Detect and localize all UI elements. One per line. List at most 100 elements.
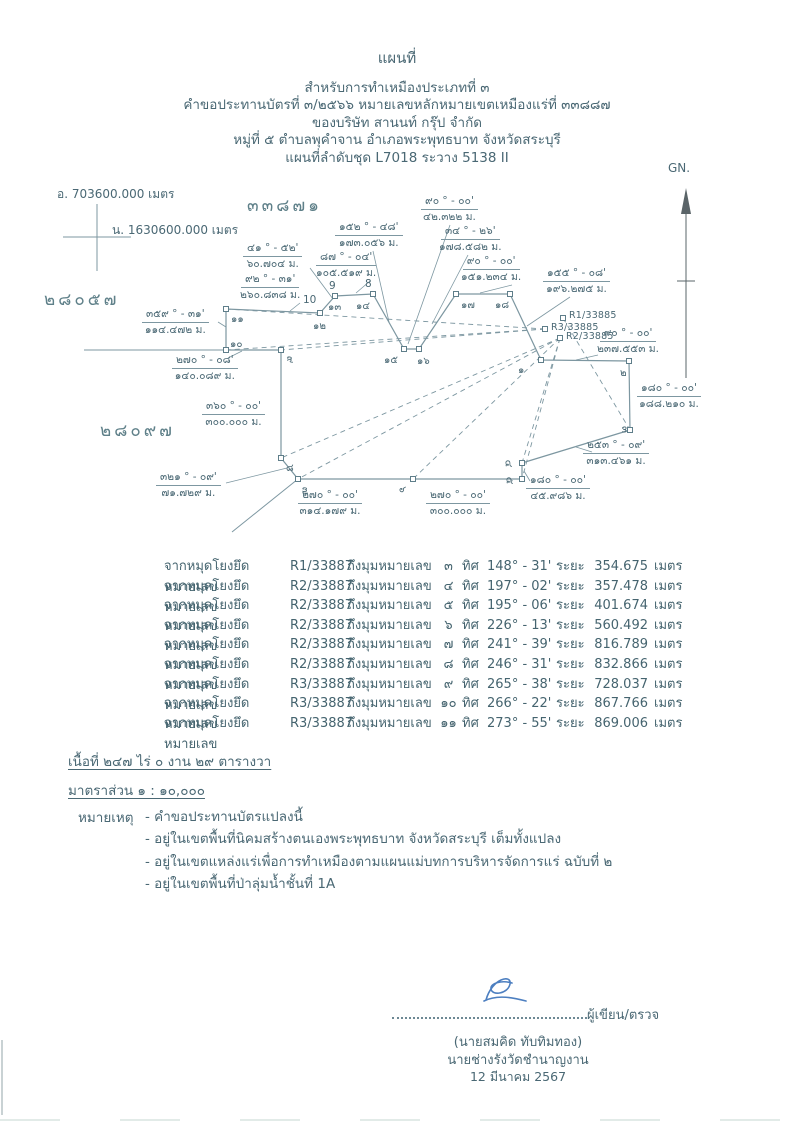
bearing-distance-label: ๓๔ ° - ๒๖'๑๗๘.๕๘๒ ม.	[439, 225, 502, 253]
tie-table-cell-from: จากหมุดโยงยึดหมายเลข	[164, 676, 250, 713]
bearing-angle: ๒๕๓ ° - ๐๙'	[583, 439, 650, 454]
tie-table-cell-brg: 241° - 39'	[487, 637, 552, 653]
tie-table-cell-to: ถึงมุมหมายเลข	[347, 637, 432, 653]
bearing-angle: ๓๖๐ ° - ๐๐'	[202, 400, 266, 415]
tie-table-cell-to: ถึงมุมหมายเลข	[347, 676, 432, 692]
corner-number-label: ๑๘	[495, 300, 510, 311]
bearing-distance-label: ๙๐ ° - ๐๐'๑๕๑.๒๓๔ ม.	[461, 255, 521, 283]
bearing-distance-label: ๒๕๓ ° - ๐๙'๓๑๓.๔๖๑ ม.	[583, 439, 650, 467]
tie-table-cell-rng: ระยะ	[556, 559, 585, 574]
bearing-distance-label: ๒๗๐ ° - ๐๘'๑๔๐.๐๘๙ ม.	[172, 354, 238, 382]
bearing-distance: ๑๙๖.๒๗๕ ม.	[546, 282, 607, 295]
notes-list: - คำขอประทานบัตรแปลงนี้ - อยู่ในเขตพื้นที…	[145, 806, 612, 895]
tie-table-cell-num: ๔	[443, 578, 454, 594]
bearing-distance: ๑๔๐.๐๘๙ ม.	[174, 369, 235, 382]
corner-number-label: ๘	[286, 463, 294, 474]
tie-table-cell-unit: เมตร	[654, 656, 683, 672]
tie-table-cell-dst: 869.006	[594, 715, 648, 731]
tie-table-cell-unit: เมตร	[654, 637, 683, 653]
bearing-angle: ๙๒ ° - ๓๑'	[240, 273, 300, 288]
bearing-distance-label: ๑๘๐ ° - ๐๐'๔๕.๙๘๖ ม.	[526, 474, 590, 502]
bearing-angle: ๓๕๙ ° - ๓๑'	[142, 308, 209, 323]
bearing-angle: ๒๗๐ ° - ๐๘'	[172, 354, 238, 369]
signature-date: 12 มีนาคม 2567	[469, 1069, 567, 1084]
tie-table-cell-dst: 867.766	[594, 696, 648, 712]
tie-table-cell-brg: 226° - 13'	[487, 617, 552, 633]
signature-dotted-rule	[392, 1003, 587, 1019]
bearing-distance-label: ๑๕๕ ° - ๐๘'๑๙๖.๒๗๕ ม.	[543, 267, 611, 295]
bearing-angle: ๓๒๑ ° - ๐๙'	[156, 471, 221, 486]
corner-number-label: ๓	[618, 426, 630, 433]
bearing-distance-label: ๙๐ ° - ๐๐'๒๓๗.๕๕๓ ม.	[597, 327, 659, 355]
old-corner-number-label: 8	[365, 278, 372, 290]
note-item: - อยู่ในเขตพื้นที่ป่าลุ่มน้ำชั้นที่ 1A	[145, 875, 336, 892]
corner-markers	[223, 291, 633, 482]
tie-table-cell-ref: R2/33887	[290, 656, 354, 672]
neighbor-plot-number: ๒๘๐๕๗	[44, 290, 120, 310]
signature-mark	[483, 978, 527, 1002]
tie-table-cell-num: ๑๐	[440, 696, 457, 712]
bearing-distance: ๔๒.๓๒๒ ม.	[423, 210, 476, 223]
tie-table-cell-rng: ระยะ	[556, 578, 585, 594]
bearing-distance: ๓๑๔.๑๗๙ ม.	[299, 504, 361, 517]
bearing-distance: ๗๑.๗๒๙ ม.	[161, 486, 216, 499]
bearing-distance: ๓๐๐.๐๐๐ ม.	[205, 415, 262, 428]
tie-table-cell-ref: R2/33887	[290, 598, 354, 614]
bearing-angle: ๑๘๐ ° - ๐๐'	[526, 474, 590, 489]
tie-table-cell-from: จากหมุดโยงยึดหมายเลข	[164, 559, 250, 595]
tie-table-cell-rng: ระยะ	[556, 656, 585, 672]
tie-table-cell-dir: ทิศ	[462, 637, 479, 653]
tie-table-cell-brg: 246° - 31'	[487, 656, 552, 672]
tie-table-cell-unit: เมตร	[654, 696, 683, 712]
bearing-angle: ๑๘๐ ° - ๐๐'	[637, 382, 701, 397]
tie-table-cell-from: จากหมุดโยงยึดหมายเลข	[164, 637, 250, 674]
tie-table-cell-unit: เมตร	[654, 559, 683, 574]
old-corner-number-label: 10	[303, 294, 317, 306]
corner-number-label: ๖	[396, 486, 408, 493]
corner-number-label: ๑๐	[230, 339, 243, 350]
header-line-application: คำขอประทานบัตรที่ ๓/๒๕๖๖ หมายเลขหลักหมาย…	[183, 97, 611, 113]
tie-table-cell-rng: ระยะ	[556, 715, 585, 731]
reference-pin-markers	[542, 315, 566, 341]
tie-table-cell-dst: 357.478	[594, 578, 648, 594]
bearing-distance: ๑๘๘.๒๑๐ ม.	[639, 397, 699, 410]
tie-table-cell-unit: เมตร	[654, 715, 683, 731]
bearing-distance-label: ๓๖๐ ° - ๐๐'๓๐๐.๐๐๐ ม.	[202, 400, 266, 428]
tie-table-cell-dst: 728.037	[594, 676, 648, 692]
tie-table-cell-to: ถึงมุมหมายเลข	[347, 578, 432, 594]
tie-table-cell-dir: ทิศ	[462, 696, 479, 712]
bearing-distance: ๒๓๗.๕๕๓ ม.	[597, 342, 660, 355]
tie-table-cell-to: ถึงมุมหมายเลข	[347, 656, 432, 672]
tie-table-row: จากหมุดโยงยึดหมายเลข R1/33887 ถึงมุมหมายเล…	[164, 555, 686, 595]
note-item: - อยู่ในเขตพื้นที่นิคมสร้างตนเองพระพุทธบ…	[145, 831, 562, 848]
corner-number-label: ๑๑	[231, 314, 244, 325]
tie-table-cell-num: ๓	[444, 559, 453, 574]
tie-table-cell-unit: เมตร	[654, 676, 683, 692]
bearing-distance-label: ๒๗๐ ° - ๐๐'๓๑๔.๑๗๙ ม.	[298, 489, 362, 517]
tie-table-cell-to: ถึงมุมหมายเลข	[347, 696, 432, 712]
bearing-distance-label: ๔๑ ° - ๕๒'๖๐.๗๐๔ ม.	[243, 242, 303, 270]
tie-table-cell-from: จากหมุดโยงยึดหมายเลข	[164, 715, 250, 752]
header-line-location: หมู่ที่ ๕ ตำบลพุคำจาน อำเภอพระพุทธบาท จั…	[233, 132, 561, 148]
tie-table-cell-rng: ระยะ	[556, 598, 585, 614]
bearing-distance-label: ๑๘๐ ° - ๐๐'๑๘๘.๒๑๐ ม.	[637, 382, 701, 410]
note-item: - คำขอประทานบัตรแปลงนี้	[145, 809, 303, 825]
tie-table-cell-ref: R1/33887	[290, 559, 354, 574]
signer-role-label: ผู้เขียน/ตรวจ	[587, 1008, 660, 1023]
bearing-angle: ๙๐ ° - ๐๐'	[599, 327, 657, 342]
tie-table-cell-dir: ทิศ	[462, 578, 479, 594]
bearing-distance-label: ๙๒ ° - ๓๑'๒๖๐.๘๓๘ ม.	[240, 273, 300, 301]
area-statement: เนื้อที่ ๒๔๗ ไร่ ๐ งาน ๒๙ ตารางวา	[68, 754, 272, 770]
bearing-angle: ๑๕๒ ° - ๔๘'	[335, 221, 403, 236]
signature-line: ผู้เขียน/ตรวจ	[392, 1003, 665, 1025]
bearing-distance-label: ๙๐ ° - ๐๐'๔๒.๓๒๒ ม.	[421, 195, 478, 223]
bearing-distance: ๖๐.๗๐๔ ม.	[246, 257, 299, 270]
tie-table-cell-rng: ระยะ	[556, 617, 585, 633]
bearing-distance-label: ๘๗ ° - ๐๔'๑๐๕.๕๑๙ ม.	[316, 251, 377, 279]
